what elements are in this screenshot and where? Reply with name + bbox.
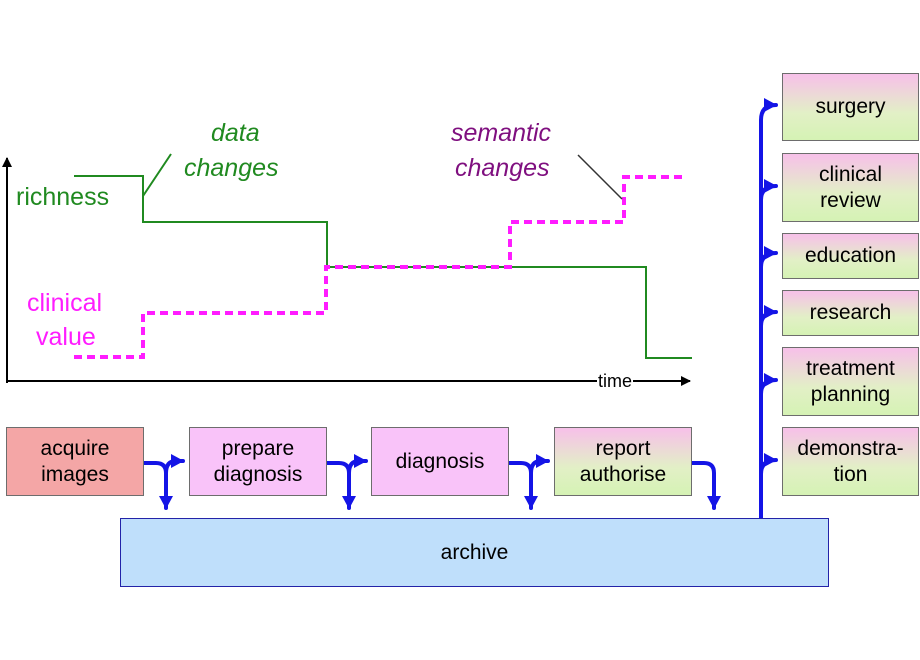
semantic-changes-pointer — [577, 154, 623, 200]
step-label-line1: acquire — [40, 436, 110, 460]
use-label-line1: education — [804, 244, 897, 267]
time-axis-label: time — [597, 364, 634, 398]
archive-label: archive — [440, 540, 509, 564]
step-label-line1: diagnosis — [395, 449, 485, 473]
step-label-line1: report — [595, 436, 651, 460]
data-changes-label-line2: changes — [184, 154, 279, 182]
clinical-value-label-line2: value — [36, 323, 96, 351]
archive-distribution-arrows — [759, 98, 778, 520]
workflow-arrows — [142, 454, 721, 510]
use-label-line1: clinical — [818, 162, 883, 186]
step-label-line2: images — [41, 462, 109, 486]
clinical-value-label-line1: clinical — [27, 289, 103, 317]
use-demonstration-box: demonstra-tion — [782, 427, 919, 496]
data-changes-pointer — [142, 153, 172, 197]
use-label-line1: demonstra- — [797, 436, 904, 460]
step-label-line1: prepare — [221, 436, 295, 460]
clinical-value-line — [74, 175, 685, 359]
use-label-line2: tion — [833, 462, 868, 486]
use-label-line1: treatment — [806, 356, 895, 380]
archive-box: archive — [120, 518, 829, 587]
data-changes-label-line1: data — [211, 119, 260, 147]
step-label-line2: authorise — [579, 462, 667, 486]
semantic-changes-label-line2: changes — [455, 154, 550, 182]
use-label-line1: surgery — [815, 95, 886, 118]
richness-label: richness — [16, 183, 110, 211]
use-education-box: education — [782, 233, 919, 279]
semantic-changes-label-line1: semantic — [451, 119, 552, 147]
use-label-line2: planning — [810, 382, 891, 406]
diagnosis-box: diagnosis — [371, 427, 509, 496]
use-label-line2: review — [820, 188, 881, 212]
use-label-line1: research — [809, 301, 892, 324]
use-research-box: research — [782, 290, 919, 336]
step-label-line2: diagnosis — [213, 462, 303, 486]
use-surgery-box: surgery — [782, 73, 919, 141]
richness-line — [74, 175, 692, 359]
